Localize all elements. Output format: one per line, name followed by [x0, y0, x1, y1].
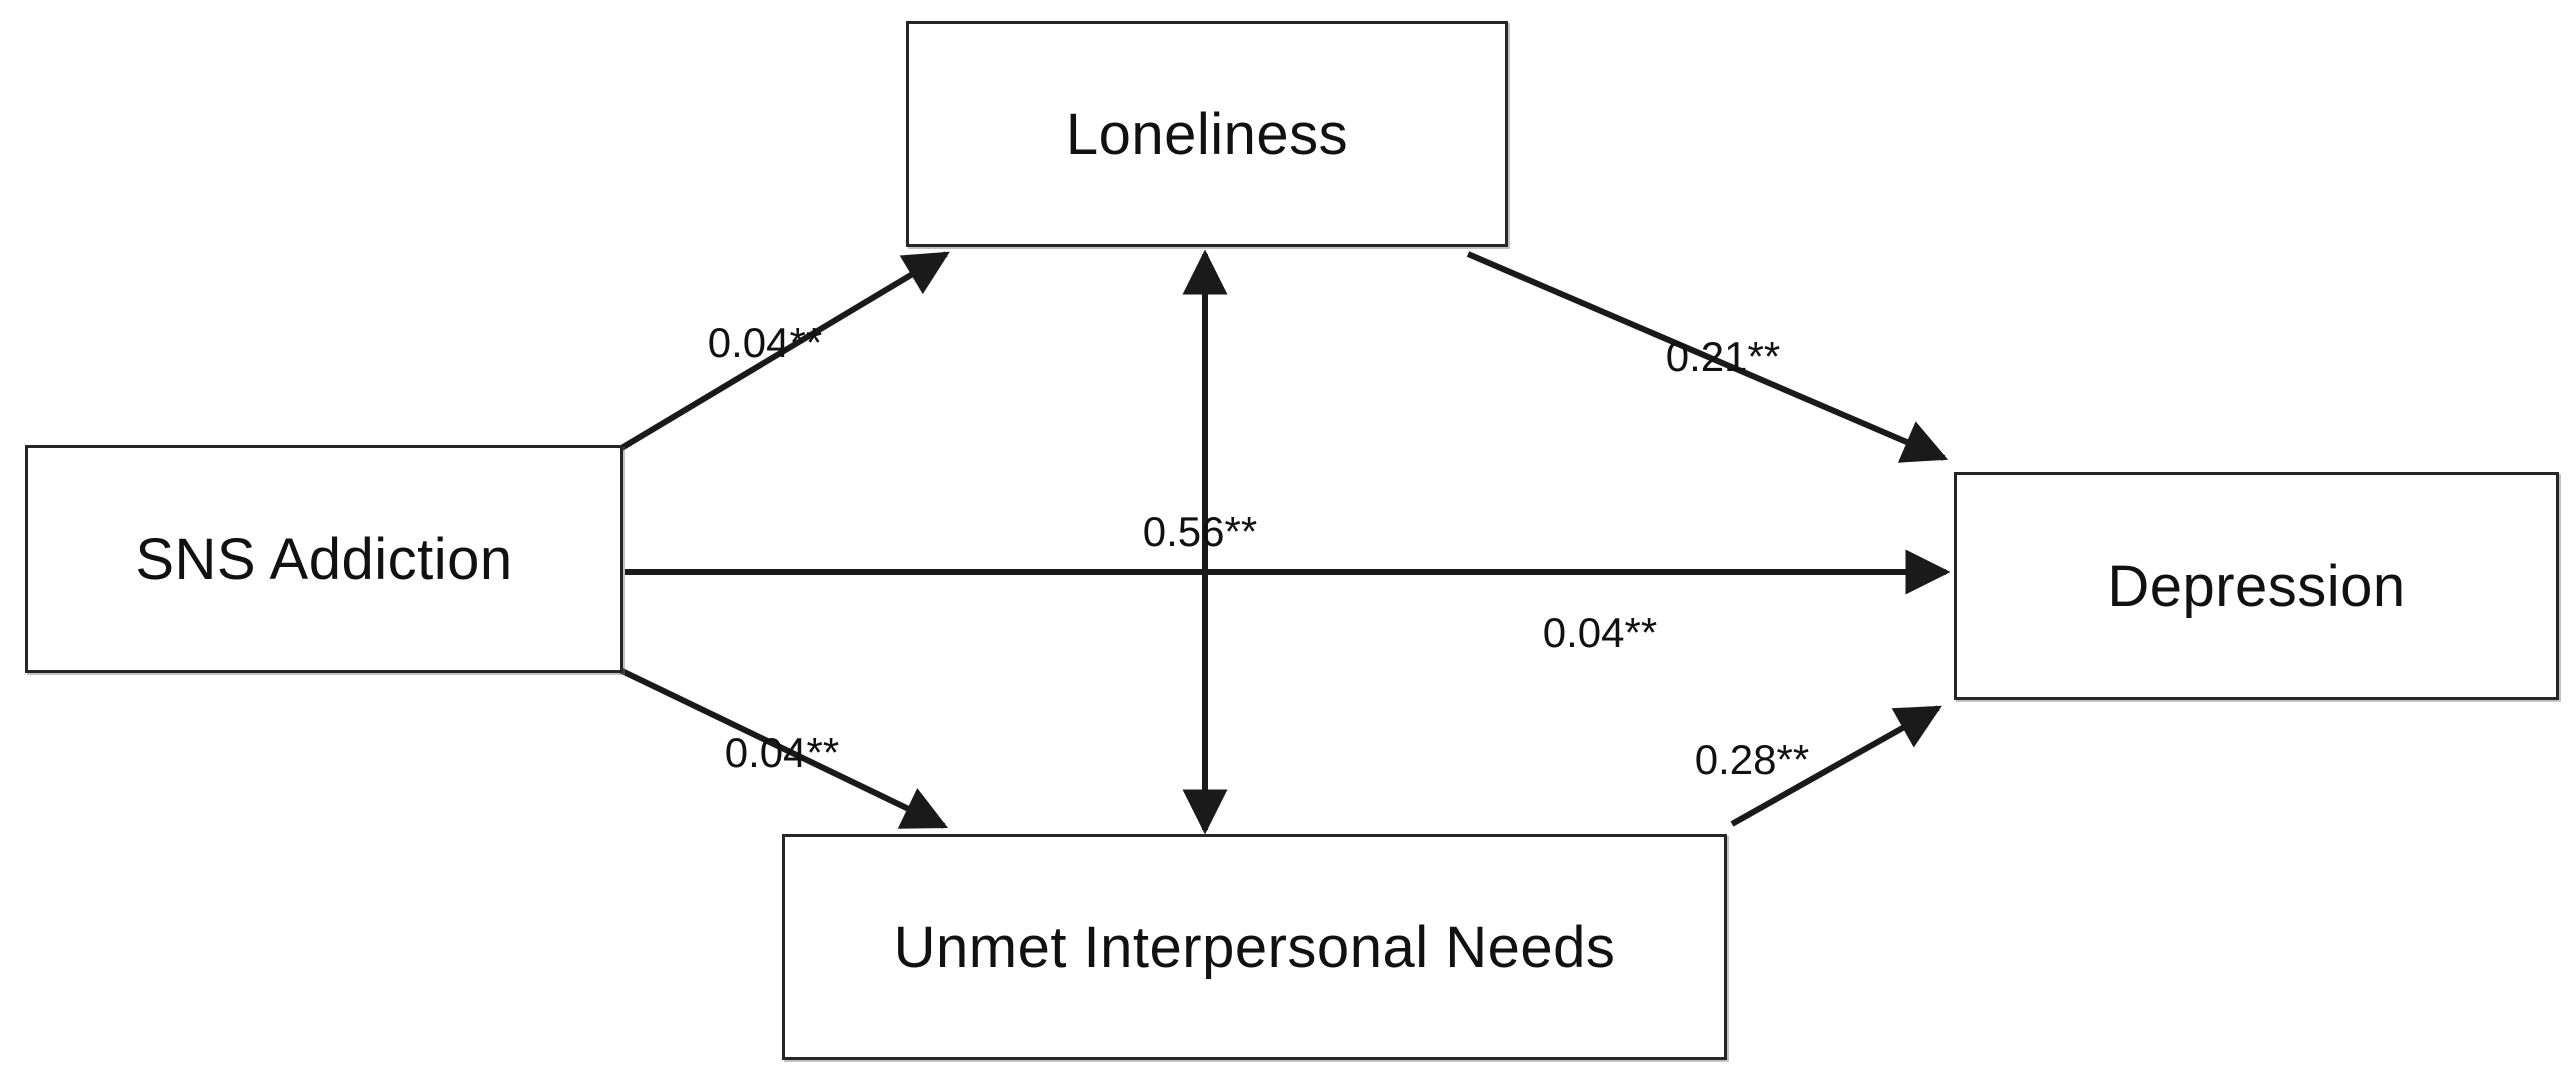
arrow-unmet-needs-to-depression [1730, 705, 1942, 827]
coefficient-unmet-needs-to-depression: 0.28** [1694, 736, 1810, 783]
node-loneliness: Loneliness [906, 21, 1508, 247]
coefficient-sns-to-unmet-needs: 0.04** [724, 729, 840, 776]
node-unmet-interpersonal-needs-label: Unmet Interpersonal Needs [893, 914, 1616, 980]
coefficient-loneliness-to-depression: 0.21** [1665, 333, 1781, 380]
coefficient-sns-to-loneliness: 0.04** [707, 319, 823, 366]
node-sns-addiction-label: SNS Addiction [135, 526, 513, 592]
arrow-loneliness-to-depression [1466, 251, 1949, 463]
arrow-sns-to-unmet-needs [618, 667, 949, 829]
node-loneliness-label: Loneliness [1065, 101, 1349, 167]
node-depression: Depression [1954, 472, 2559, 700]
coefficient-sns-to-depression: 0.56** [1142, 508, 1258, 555]
coefficient-sns-to-depression-direct: 0.04** [1542, 609, 1658, 656]
arrow-sns-to-loneliness [618, 251, 950, 452]
node-sns-addiction: SNS Addiction [25, 445, 623, 673]
node-unmet-interpersonal-needs: Unmet Interpersonal Needs [782, 834, 1727, 1060]
node-depression-label: Depression [2107, 553, 2406, 619]
